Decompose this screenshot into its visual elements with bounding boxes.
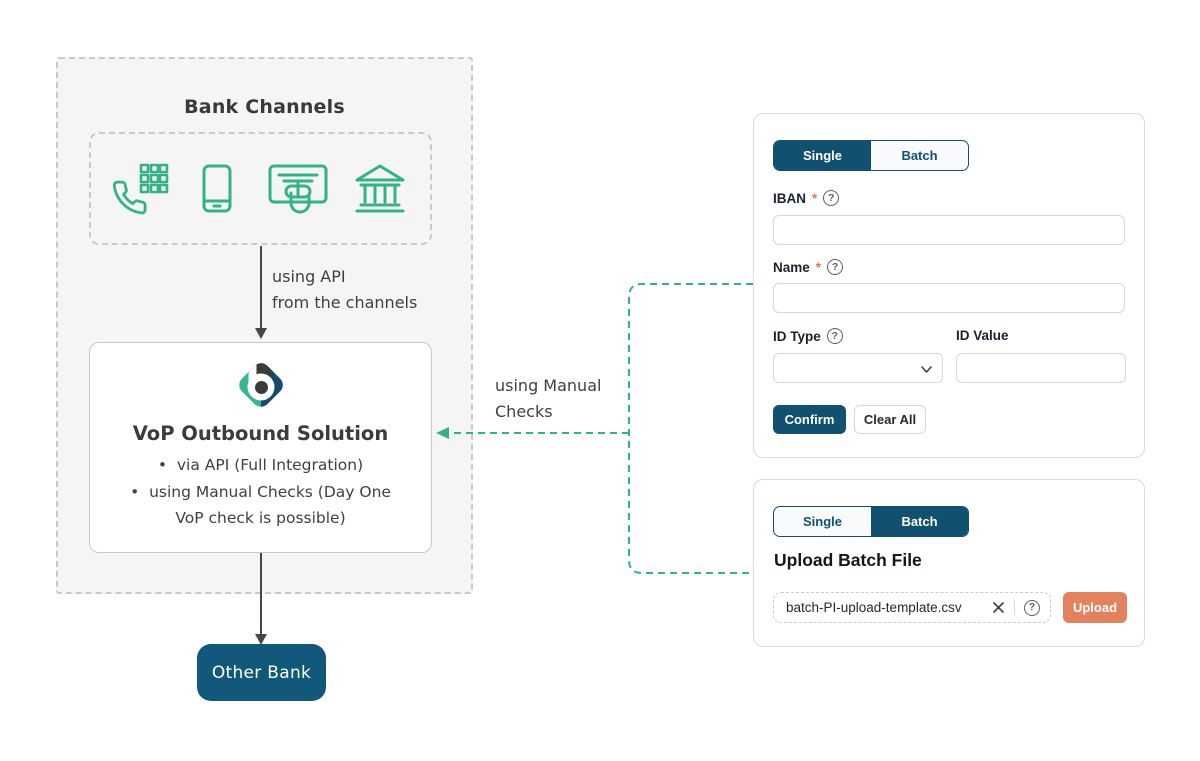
id-type-field-label: ID Type ?: [773, 328, 843, 344]
bank-building-icon: [355, 164, 405, 212]
other-bank-node: Other Bank: [197, 644, 326, 701]
chevron-down-icon: [921, 366, 932, 373]
tab-single[interactable]: Single: [774, 141, 871, 170]
tab-batch[interactable]: Batch: [871, 507, 968, 536]
name-input[interactable]: [773, 283, 1125, 313]
vop-solution-box: VoP Outbound Solution via API (Full Inte…: [89, 342, 432, 553]
phone-keypad-icon: [112, 163, 168, 214]
id-value-field-label: ID Value: [956, 328, 1009, 343]
id-type-help-icon[interactable]: ?: [826, 328, 843, 344]
vop-title: VoP Outbound Solution: [132, 422, 389, 445]
clear-all-button[interactable]: Clear All: [854, 405, 926, 434]
vop-bullet: using Manual Checks (Day One VoP check i…: [116, 479, 405, 532]
iban-field-label: IBAN * ?: [773, 190, 840, 206]
vop-bullet-list: via API (Full Integration) using Manual …: [90, 452, 431, 532]
vop-logo-icon: [235, 359, 286, 411]
bank-channels-title: Bank Channels: [184, 96, 345, 118]
chip-divider: [1014, 600, 1015, 615]
iban-help-icon[interactable]: ?: [823, 190, 840, 206]
required-mark: *: [815, 259, 822, 275]
batch-upload-panel: Single Batch Upload Batch File batch-PI-…: [753, 479, 1145, 647]
upload-batch-heading: Upload Batch File: [774, 550, 922, 570]
mode-tabs: Single Batch: [773, 140, 969, 171]
tab-batch[interactable]: Batch: [901, 148, 938, 163]
file-chip[interactable]: batch-PI-upload-template.csv ?: [773, 592, 1051, 623]
mode-tabs: Single Batch: [773, 506, 969, 537]
upload-button[interactable]: Upload: [1063, 592, 1127, 623]
id-value-input[interactable]: [956, 353, 1126, 383]
close-icon: [993, 602, 1004, 613]
manual-checks-label: using Manual Checks: [495, 376, 602, 421]
vop-bullet: via API (Full Integration): [116, 452, 405, 479]
bank-channels-container: Bank Channels: [56, 57, 473, 594]
single-check-panel: Single Batch IBAN * ? Name * ? ID Type ?…: [753, 113, 1145, 458]
smartphone-icon: [202, 164, 232, 212]
clear-file-button[interactable]: [992, 601, 1005, 614]
card-tap-icon: [268, 164, 328, 213]
channel-icons-box: [89, 132, 432, 245]
name-help-icon[interactable]: ?: [827, 259, 844, 275]
tab-single[interactable]: Single: [802, 514, 842, 529]
file-help-icon[interactable]: ?: [1024, 599, 1040, 616]
api-label: using API from the channels: [272, 267, 418, 312]
confirm-button[interactable]: Confirm: [773, 405, 846, 434]
id-type-select[interactable]: [773, 353, 943, 383]
name-field-label: Name * ?: [773, 259, 844, 275]
iban-input[interactable]: [773, 215, 1125, 245]
file-name: batch-PI-upload-template.csv: [786, 600, 962, 615]
required-mark: *: [812, 190, 818, 206]
